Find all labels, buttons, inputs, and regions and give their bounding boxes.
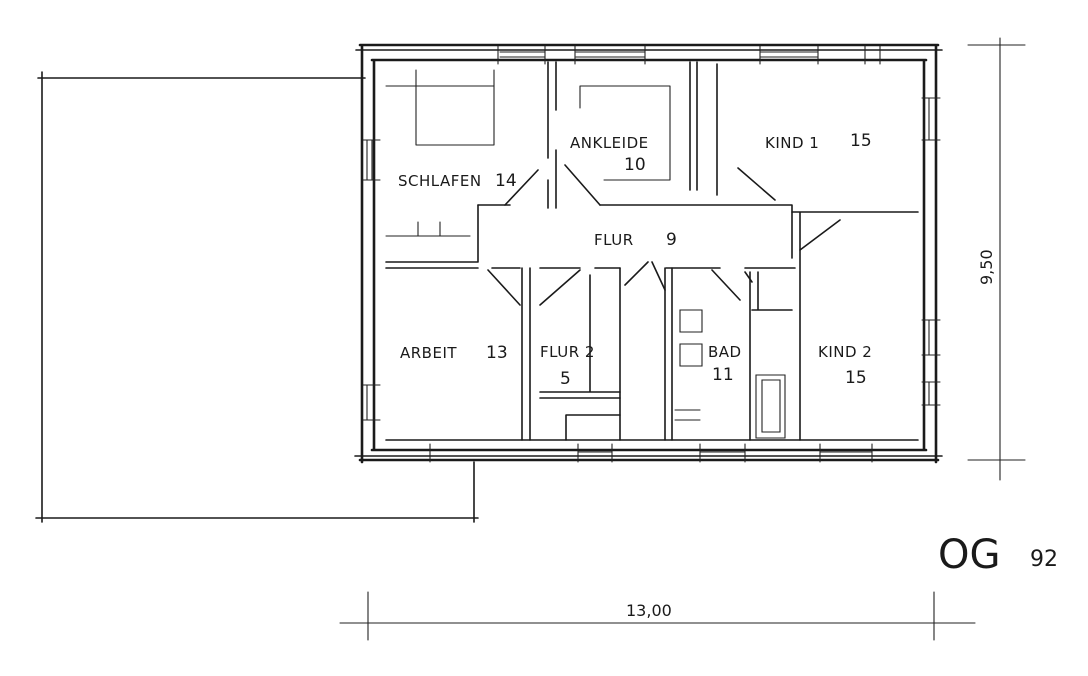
exterior-walls <box>354 43 943 464</box>
room-bad-name: BAD <box>708 343 742 361</box>
dimension-depth-label: 9,50 <box>977 249 996 285</box>
room-arbeit-area: 13 <box>486 343 508 363</box>
room-schlafen-area: 14 <box>495 171 517 191</box>
room-arbeit-name: ARBEIT <box>400 344 457 362</box>
door-swings <box>487 164 841 306</box>
sheet-label: OG <box>938 532 1000 578</box>
room-kind1-area: 15 <box>850 131 872 151</box>
room-bad-area: 11 <box>712 365 734 385</box>
room-flur2-name: FLUR 2 <box>540 343 595 361</box>
room-ankleide-name: ANKLEIDE <box>570 134 649 152</box>
sheet-number: 92 <box>1030 547 1058 572</box>
room-flur-name: FLUR <box>594 231 634 249</box>
ground-floor-outline <box>35 71 479 523</box>
room-kind2-name: KIND 2 <box>818 343 872 361</box>
window-marks <box>362 45 941 463</box>
room-kind2-area: 15 <box>845 368 867 388</box>
dimension-lines <box>339 37 1026 641</box>
interior-walls <box>385 61 919 441</box>
room-ankleide-area: 10 <box>624 155 646 175</box>
room-flur-area: 9 <box>666 230 677 250</box>
room-labels: SCHLAFEN 14 ANKLEIDE 10 KIND 1 15 FLUR 9… <box>398 131 872 389</box>
dimension-width-label: 13,00 <box>626 601 672 620</box>
room-schlafen-name: SCHLAFEN <box>398 172 482 190</box>
room-flur2-area: 5 <box>560 369 571 389</box>
room-kind1-name: KIND 1 <box>765 134 819 152</box>
